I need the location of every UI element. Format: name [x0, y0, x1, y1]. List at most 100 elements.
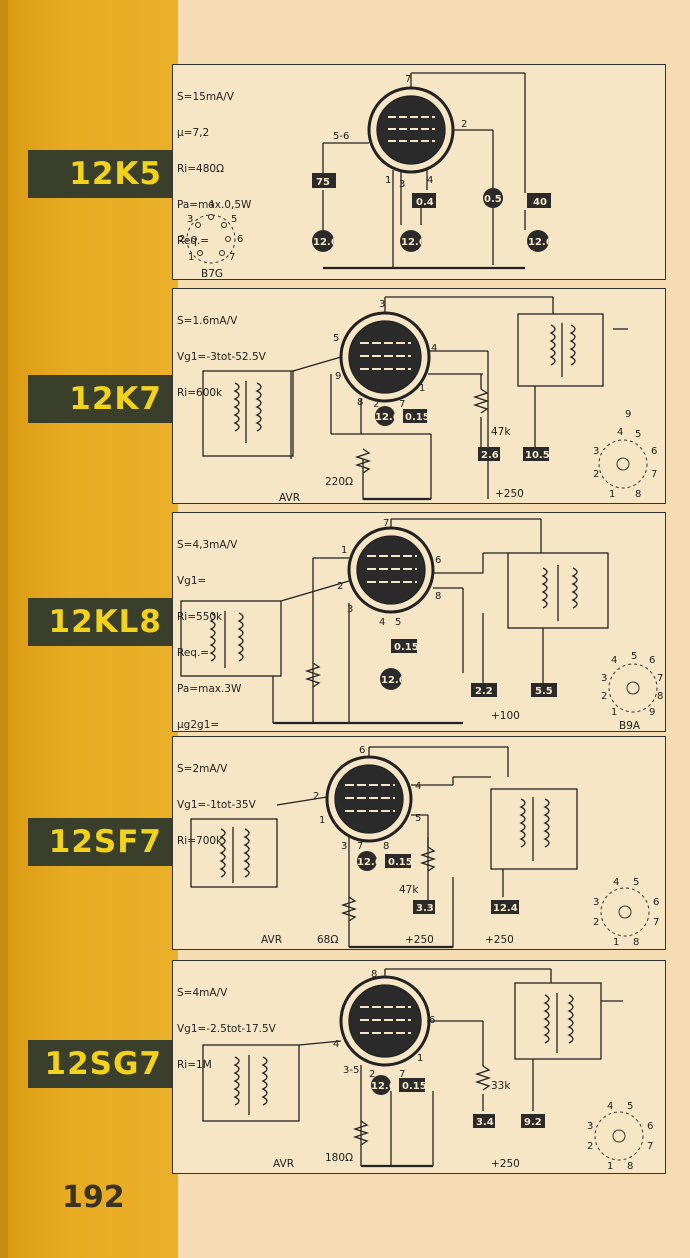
value-box: 40: [533, 197, 547, 208]
spec-line: Vg1=-1tot-35V: [177, 799, 256, 811]
base-pin: 7: [647, 1141, 653, 1152]
value-box: 0.15: [402, 1081, 427, 1092]
resistor-label: 68Ω: [317, 934, 338, 946]
pin-label: 5: [415, 813, 421, 824]
pin-label: 4: [379, 617, 385, 628]
pin-label: 8: [371, 969, 377, 980]
spec-line: S=4,3mA/V: [177, 539, 238, 551]
base-pin: 2: [587, 1141, 593, 1152]
base-pin: 1: [607, 1161, 613, 1172]
avr-label: AVR: [279, 492, 300, 504]
tube-panel-12kl8: S=4,3mA/V Vg1= Ri=550k Req.= Pa=max.3W μ…: [172, 512, 666, 732]
schematic-12k7: 3 5 4 9 8 2 7 1 12.6 0.15 2.6 10.5 47k 2…: [202, 296, 657, 504]
value-box: 2.2: [475, 686, 493, 697]
base-pin: 4: [607, 1101, 613, 1112]
value-box: 0.15: [405, 412, 430, 423]
value-box: 0.15: [388, 857, 413, 868]
spec-line: Pa=max.0,5W: [177, 199, 252, 211]
base-pin: 9: [649, 707, 655, 718]
base-pin: 4: [613, 877, 619, 888]
base-pin: 3: [601, 673, 607, 684]
base-type-label: B7G: [201, 268, 223, 280]
spec-line: μ=7,2: [177, 127, 210, 139]
base-pin: 7: [651, 469, 657, 480]
tube-label-12kl8: 12KL8: [28, 598, 172, 646]
schematic-12kl8: 7 1 2 6 8 3 4 5 0.15 12.6 2.2 5.5 +100 4…: [180, 518, 663, 732]
value-box: 12.4: [493, 903, 518, 914]
pin-label: 2: [369, 1069, 375, 1080]
pin-label: 5-6: [333, 131, 349, 142]
value-box: 0.4: [416, 197, 434, 208]
base-pin: 6: [649, 655, 655, 666]
value-box: 3.3: [416, 903, 434, 914]
pin-label: 7: [383, 518, 389, 529]
pin-label: 3: [341, 841, 347, 852]
base-pin: 8: [633, 937, 639, 948]
schematic-12k5: 7 5-6 2 1 3 4 75 0.4 0.5 40 12.6 12.6 12…: [179, 72, 553, 280]
tube-label-12sg7: 12SG7: [28, 1040, 172, 1088]
value-box: 5.5: [535, 686, 553, 697]
page-number: 192: [62, 1180, 125, 1215]
base-pin: 7: [653, 917, 659, 928]
pin-label: 2: [337, 581, 343, 592]
spec-line: Ri=600k: [177, 387, 223, 399]
spec-line: Vg1=-2.5tot-17.5V: [177, 1023, 276, 1035]
spec-list: S=4mA/V Vg1=-2.5tot-17.5V Ri=1M: [177, 963, 276, 1095]
value-box: 3.4: [476, 1117, 494, 1128]
supply-label: +250: [485, 934, 514, 946]
pin-label: 3: [347, 604, 353, 615]
avr-label: AVR: [273, 1158, 294, 1170]
value-box: 12.6: [371, 1081, 396, 1092]
base-pin: 1: [611, 707, 617, 718]
resistor-label: 220Ω: [325, 476, 353, 488]
pin-label: 4: [431, 343, 437, 354]
value-box: 12.6: [313, 237, 338, 248]
base-pin: 7: [229, 252, 235, 263]
base-pin: 5: [231, 214, 237, 225]
base-pin: 3: [593, 897, 599, 908]
spec-line: S=1.6mA/V: [177, 315, 238, 327]
base-pin: 3: [593, 446, 599, 457]
base-pin: 8: [635, 489, 641, 500]
base-pin: 5: [633, 877, 639, 888]
spec-line: μg2g1=: [177, 719, 220, 731]
resistor-label: 180Ω: [325, 1152, 353, 1164]
base-pin: 5: [635, 429, 641, 440]
pin-label: 7: [399, 1069, 405, 1080]
pin-label: 9: [335, 371, 341, 382]
base-pin: 6: [651, 446, 657, 457]
supply-label: +250: [491, 1158, 520, 1170]
spec-line: Vg1=-3tot-52.5V: [177, 351, 266, 363]
spec-line: Pa=max.3W: [177, 683, 242, 695]
base-pin: 1: [188, 252, 194, 263]
tube-panel-12k5: S=15mA/V μ=7,2 Ri=480Ω Pa=max.0,5W Req.=: [172, 64, 666, 280]
pin-label: 2: [461, 119, 467, 130]
base-pin: 3: [587, 1121, 593, 1132]
value-box: 75: [316, 177, 330, 188]
base-pin: 7: [657, 673, 663, 684]
tube-panel-12k7: S=1.6mA/V Vg1=-3tot-52.5V Ri=600k: [172, 288, 666, 504]
base-pin: 2: [179, 234, 185, 245]
resistor-label: 33k: [491, 1080, 511, 1092]
pin-label: 1: [419, 383, 425, 394]
pin-label: 6: [359, 745, 365, 756]
tube-label-12k7: 12K7: [28, 375, 172, 423]
value-box: 12.6: [357, 857, 382, 868]
base-pin: 2: [593, 917, 599, 928]
tube-panel-12sf7: S=2mA/V Vg1=-1tot-35V Ri=700k: [172, 736, 666, 950]
spec-list: S=1.6mA/V Vg1=-3tot-52.5V Ri=600k: [177, 291, 266, 423]
supply-label: +100: [491, 710, 520, 722]
pin-label: 7: [357, 841, 363, 852]
tube-label-12sf7: 12SF7: [28, 818, 172, 866]
value-box: 10.5: [525, 450, 550, 461]
pin-label: 6: [435, 555, 441, 566]
spec-line: Ri=550k: [177, 611, 223, 623]
base-type-label: B9A: [619, 720, 641, 732]
resistor-label: 47k: [491, 426, 511, 438]
value-box: 12.6: [528, 237, 553, 248]
base-pin: 1: [609, 489, 615, 500]
supply-label: +250: [405, 934, 434, 946]
supply-label: +250: [495, 488, 524, 500]
pin-label: 8: [435, 591, 441, 602]
base-pin: 9: [625, 409, 631, 420]
